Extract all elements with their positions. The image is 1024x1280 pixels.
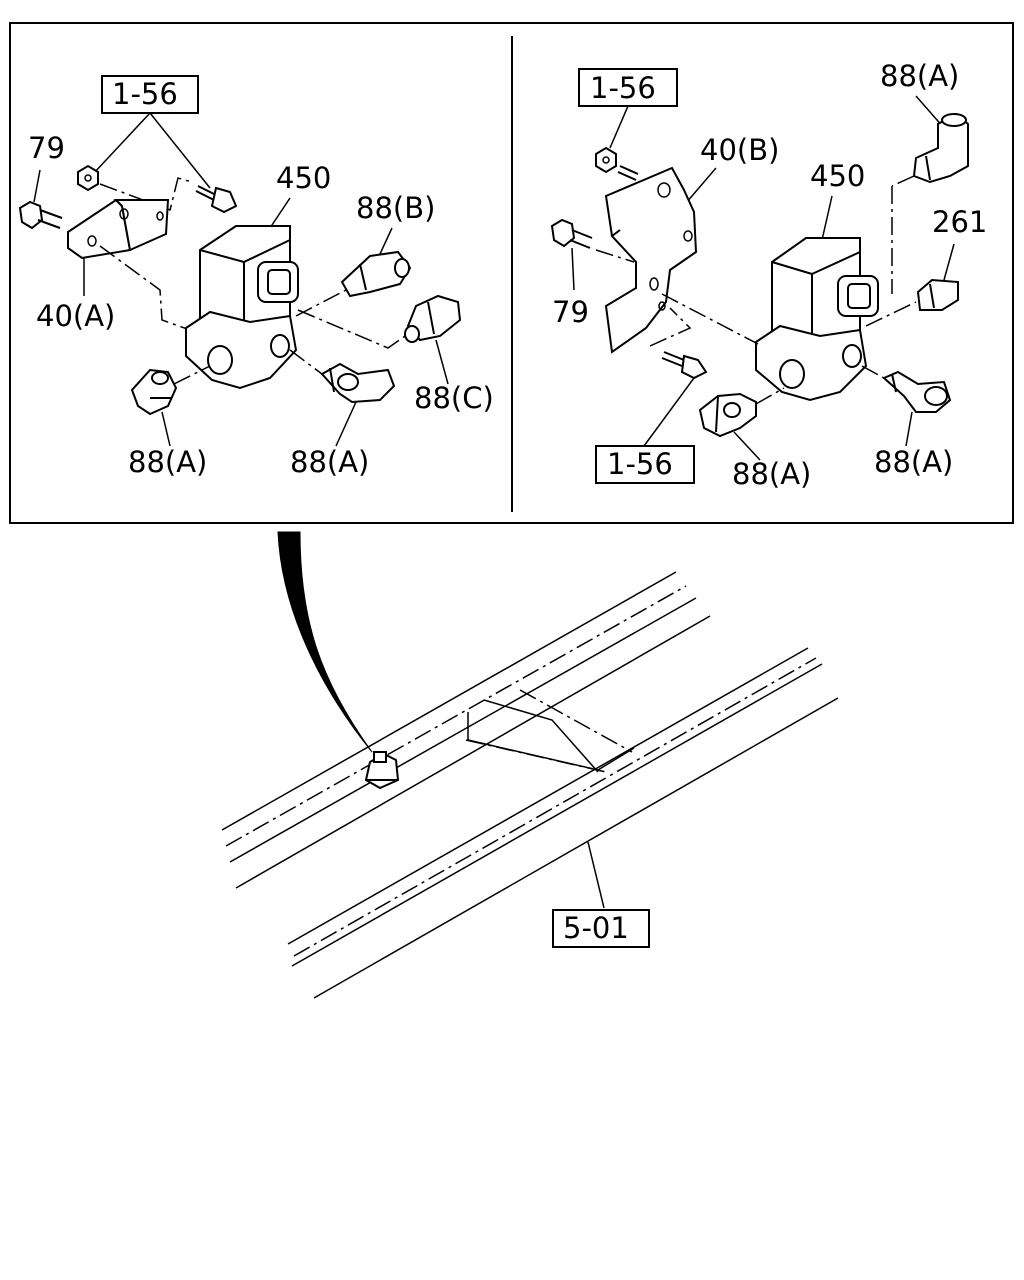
left-ref-label: 1-56 [112,77,178,111]
leader-line [335,401,357,447]
left-valve-label: 450 [276,161,331,195]
left-bracket-label: 40(A) [36,299,115,333]
leader-line [891,175,915,187]
leader-line [435,339,449,385]
right-panel: 1-56 40(B) 79 450 [550,59,987,491]
detail-frame [9,22,1014,524]
leader-line [595,249,635,263]
left-fitting-c-label: 88(C) [414,381,494,415]
small-bolt-icon [661,351,708,380]
nut-icon [77,164,99,192]
mounted-valve-icon [364,751,400,790]
leader-line [571,247,575,291]
solenoid-valve-icon [755,237,879,402]
frame-ref-box[interactable] [552,909,650,948]
left-fitting-a-left-label: 88(A) [128,445,207,479]
elbow-fitting-icon [320,362,396,404]
elbow-fitting-icon [912,112,969,184]
leader-line [587,841,605,909]
chassis-frame: 5-01 [221,531,839,999]
stud-icon [619,165,639,175]
left-panel: 1-56 79 40(A) [18,75,494,479]
stud-icon [617,171,637,181]
bolt-icon [18,200,63,230]
right-fitting-a-mid-label: 88(A) [732,457,811,491]
right-bolt-label: 79 [552,295,589,329]
fitting-c-icon [404,294,462,343]
leader-line [33,169,41,203]
straight-fitting-icon [698,392,757,438]
leader-line [821,195,833,241]
leader-line [92,112,151,175]
straight-fitting-icon [130,368,178,416]
right-ref-bottom-label: 1-56 [607,447,673,481]
leader-line [99,177,193,211]
bolt-icon [550,218,593,249]
leader-line [861,365,885,379]
nut-icon [595,146,617,174]
left-fitting-a-right-label: 88(A) [290,445,369,479]
solenoid-valve-icon [185,225,299,390]
right-fitting-a-bottom-label: 88(A) [874,445,953,479]
leader-line [295,289,347,317]
leader-line [297,309,409,349]
plug-icon [916,278,959,311]
small-bolt-icon [195,185,238,214]
leader-line [643,377,695,447]
leader-line [755,387,785,405]
right-plug-label: 261 [932,205,987,239]
leader-line [161,411,171,447]
leader-line [173,365,211,385]
right-ref-box-bottom[interactable] [595,445,695,484]
leader-line [99,245,191,331]
leader-line [733,431,761,461]
left-bolt-label: 79 [28,131,65,165]
bracket-a-icon [67,198,170,260]
bracket-b-icon [604,166,698,354]
leader-line [661,293,759,345]
leader-line [149,112,211,189]
left-fitting-b-label: 88(B) [356,191,435,225]
frame-ref-label: 5-01 [563,911,629,945]
right-fitting-a-top-label: 88(A) [880,59,959,93]
leader-line [609,105,629,149]
leader-line [649,307,692,347]
leader-line [943,243,955,281]
leader-line [905,411,913,447]
fitting-b-icon [340,250,412,298]
leader-line [379,227,393,255]
leader-line [289,349,323,375]
right-ref-top-label: 1-56 [590,71,656,105]
elbow-fitting-icon [882,370,952,413]
leader-line [865,301,917,327]
right-valve-label: 450 [810,159,865,193]
right-bracket-label: 40(B) [700,133,779,167]
pointer-wedge [277,531,373,753]
